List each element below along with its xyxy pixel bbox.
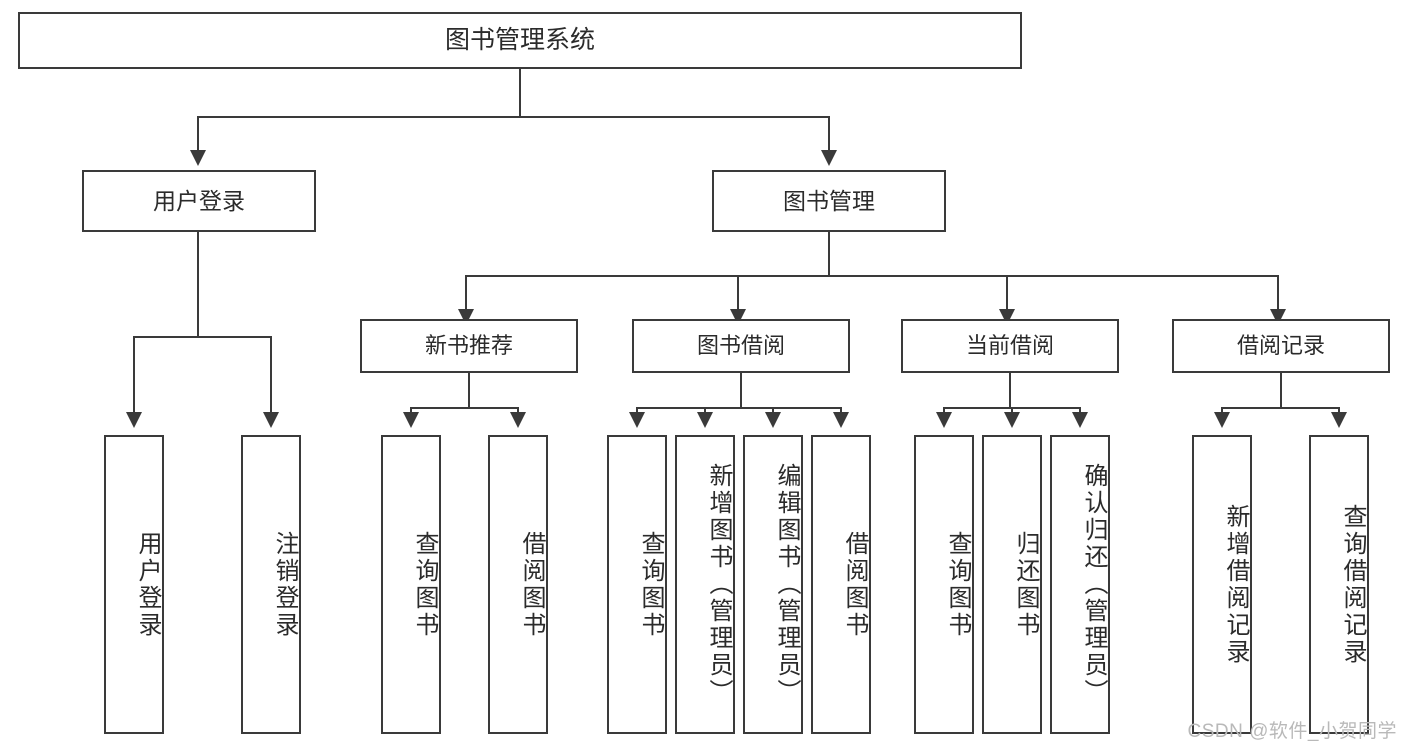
node-user-login[interactable]: 用户登录 [82, 170, 316, 232]
node-book-borrow[interactable]: 图书借阅 [632, 319, 850, 373]
node-label: 图书管理系统 [444, 25, 595, 54]
connector-to-book-manage [828, 116, 830, 152]
connector-current-borrow-stem [1009, 373, 1011, 408]
leaf-logout[interactable]: 注销登录 [241, 435, 301, 734]
csdn-watermark: CSDN @软件_小贺同学 [1187, 721, 1397, 742]
node-label: 查询借阅记录 [1339, 503, 1366, 666]
node-label: 确认归还（管理员） [1080, 463, 1107, 706]
connector-book-manage-stem [828, 232, 830, 276]
arrowhead-leaf-logout [263, 412, 279, 428]
node-label: 查询图书 [944, 530, 971, 639]
connector-borrow-record-bus [1222, 407, 1339, 409]
connector-to-borrow-record [1277, 275, 1279, 311]
arrowhead-leaf-user-login [126, 412, 142, 428]
node-label: 借阅记录 [1236, 333, 1325, 359]
connector-to-current-borrow [1006, 275, 1008, 311]
node-label: 归还图书 [1012, 530, 1039, 639]
connector-level1-bus [198, 116, 830, 118]
arrowhead-leaf-return-book [1004, 412, 1020, 428]
leaf-query-book-current[interactable]: 查询图书 [914, 435, 974, 734]
node-label: 用户登录 [134, 530, 161, 639]
connector-book-borrow-drop-2 [704, 407, 706, 415]
node-label: 新书推荐 [424, 333, 513, 359]
connector-user-login-bus [134, 336, 271, 338]
node-label: 查询图书 [411, 530, 438, 639]
leaf-borrow-book-borrow[interactable]: 借阅图书 [811, 435, 871, 734]
node-label: 图书借阅 [696, 333, 785, 359]
node-label: 注销登录 [271, 530, 298, 639]
arrowhead-leaf-edit-book [765, 412, 781, 428]
connector-user-login-drop-1 [133, 336, 135, 414]
connector-current-borrow-drop-2 [1011, 407, 1013, 415]
connector-borrow-record-drop-2 [1338, 407, 1340, 415]
node-label: 用户登录 [153, 187, 245, 214]
arrowhead-user-login [190, 150, 206, 166]
connector-book-borrow-bus [637, 407, 842, 409]
leaf-query-book-borrow[interactable]: 查询图书 [607, 435, 667, 734]
connector-new-book-drop-1 [410, 407, 412, 415]
arrowhead-leaf-add-record [1214, 412, 1230, 428]
connector-book-borrow-drop-3 [772, 407, 774, 415]
connector-to-new-book [465, 275, 467, 311]
connector-new-book-stem [468, 373, 470, 408]
connector-user-login-stem [197, 232, 199, 337]
leaf-edit-book-admin[interactable]: 编辑图书（管理员） [743, 435, 803, 734]
node-label: 查询图书 [637, 530, 664, 639]
connector-book-borrow-stem [740, 373, 742, 408]
arrowhead-leaf-query-book-2 [629, 412, 645, 428]
connector-new-book-drop-2 [517, 407, 519, 415]
node-current-borrow[interactable]: 当前借阅 [901, 319, 1119, 373]
arrowhead-leaf-borrow-book-1 [510, 412, 526, 428]
arrowhead-leaf-confirm-return [1072, 412, 1088, 428]
node-label: 编辑图书（管理员） [773, 463, 800, 706]
arrowhead-leaf-query-book-1 [403, 412, 419, 428]
node-label: 新增图书（管理员） [705, 463, 732, 706]
leaf-user-login[interactable]: 用户登录 [104, 435, 164, 734]
node-book-manage[interactable]: 图书管理 [712, 170, 946, 232]
node-root-system[interactable]: 图书管理系统 [18, 12, 1022, 69]
leaf-add-book-admin[interactable]: 新增图书（管理员） [675, 435, 735, 734]
connector-borrow-record-drop-1 [1221, 407, 1223, 415]
node-label: 借阅图书 [841, 530, 868, 639]
arrowhead-leaf-borrow-book-2 [833, 412, 849, 428]
node-label: 图书管理 [783, 187, 875, 214]
connector-borrow-record-stem [1280, 373, 1282, 408]
connector-current-borrow-drop-1 [943, 407, 945, 415]
node-new-book-recommend[interactable]: 新书推荐 [360, 319, 578, 373]
connector-user-login-drop-2 [270, 336, 272, 414]
leaf-query-borrow-record[interactable]: 查询借阅记录 [1309, 435, 1369, 734]
leaf-add-borrow-record[interactable]: 新增借阅记录 [1192, 435, 1252, 734]
node-label: 借阅图书 [518, 530, 545, 639]
connector-new-book-bus [411, 407, 518, 409]
leaf-query-book-recommend[interactable]: 查询图书 [381, 435, 441, 734]
node-label: 当前借阅 [965, 333, 1054, 359]
arrowhead-leaf-query-record [1331, 412, 1347, 428]
leaf-confirm-return-admin[interactable]: 确认归还（管理员） [1050, 435, 1110, 734]
connector-book-borrow-drop-1 [636, 407, 638, 415]
connector-current-borrow-drop-3 [1079, 407, 1081, 415]
connector-book-borrow-drop-4 [840, 407, 842, 415]
arrowhead-book-manage [821, 150, 837, 166]
leaf-borrow-book-recommend[interactable]: 借阅图书 [488, 435, 548, 734]
leaf-return-book[interactable]: 归还图书 [982, 435, 1042, 734]
arrowhead-leaf-add-book [697, 412, 713, 428]
connector-level2-bus [466, 275, 1278, 277]
node-label: 新增借阅记录 [1222, 503, 1249, 666]
node-borrow-record[interactable]: 借阅记录 [1172, 319, 1390, 373]
connector-to-book-borrow [737, 275, 739, 311]
connector-to-user-login [197, 116, 199, 152]
arrowhead-leaf-query-book-3 [936, 412, 952, 428]
connector-root-stem [519, 69, 521, 117]
